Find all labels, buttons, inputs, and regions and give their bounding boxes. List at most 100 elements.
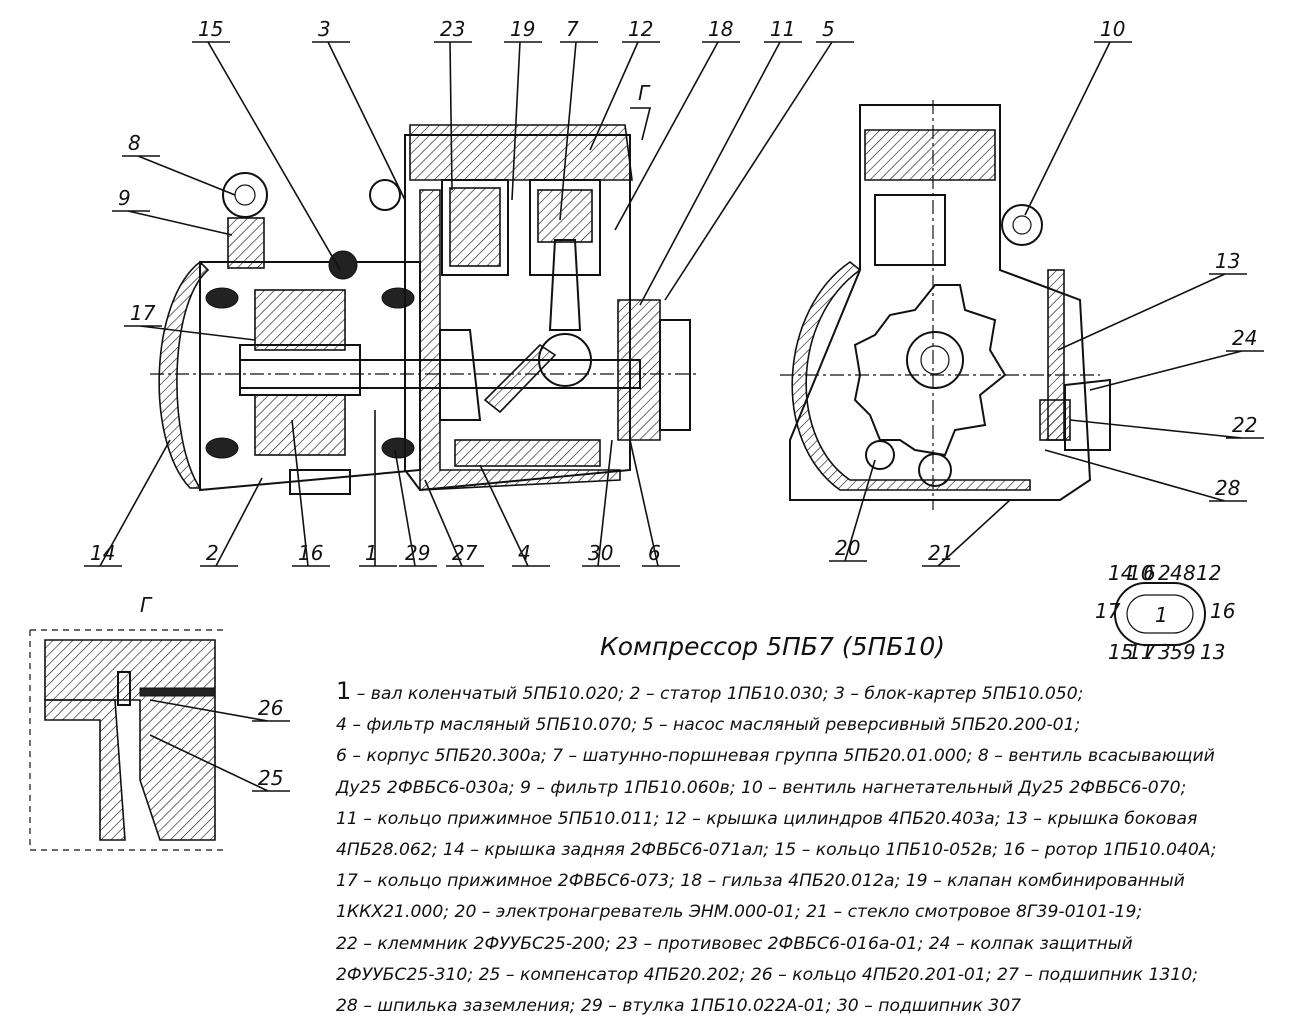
callout-number-4: 4 [518, 541, 531, 565]
callout-number-1: 1 [365, 541, 378, 565]
callout-number-10: 10 [1100, 17, 1125, 41]
callout-number-12: 12 [628, 17, 653, 41]
callout-leader-3 [312, 41, 406, 201]
legend-line-4: Ду25 2ФВБС6-030а; 9 – фильтр 1ПБ10.060в;… [336, 777, 1187, 798]
side-shaft-inner [920, 345, 950, 375]
callout-leader-26 [149, 699, 290, 722]
suction-valve-8-inner [234, 184, 256, 206]
legend-line-11: 28 – шпилька заземления; 29 – втулка 1ПБ… [336, 996, 1022, 1017]
callout-number-16: 16 [298, 541, 323, 565]
side-head [864, 129, 996, 181]
callout-leader-30 [582, 439, 620, 567]
callout-leader-13 [1057, 273, 1247, 351]
callout-leader-5 [664, 41, 854, 301]
callout-leader-16 [291, 419, 330, 567]
callout-number-18: 18 [708, 17, 733, 41]
cylinder-ring-15 [328, 250, 358, 280]
schematic-bottom-15: 15 [1108, 640, 1133, 664]
side-shaft-hole [906, 331, 964, 389]
callout-number-3: 3 [318, 17, 331, 41]
callout-leader-6 [629, 439, 680, 567]
ring-26 [139, 687, 216, 697]
counterweight-23 [439, 329, 482, 421]
callout-leader-18 [614, 41, 740, 231]
callout-leader-19 [504, 41, 542, 201]
legend-line-2: 4 – фильтр масляный 5ПБ10.070; 5 – насос… [336, 715, 1081, 736]
callout-leader-21 [922, 499, 1011, 567]
filter-9 [227, 217, 265, 269]
legend-first-number: 1 [336, 677, 352, 705]
drawing-title: Компрессор 5ПБ7 (5ПБ10) [600, 632, 945, 661]
lifting-eye [369, 179, 401, 211]
callout-leader-9 [112, 210, 233, 236]
callout-number-29: 29 [405, 541, 430, 565]
discharge-valve-10-inner [1012, 215, 1032, 235]
sight-glass-21 [918, 453, 952, 487]
side-rotor [853, 284, 1007, 457]
cylinder-sleeve-18b [529, 179, 601, 276]
callout-number-19: 19 [510, 17, 535, 41]
callout-number-15: 15 [198, 17, 223, 41]
callout-number-27: 27 [452, 541, 478, 565]
pump-body-6 [617, 299, 661, 441]
schematic-top-8: 8 [1183, 561, 1196, 585]
detail-body [44, 639, 216, 841]
callout-number-6: 6 [648, 541, 661, 565]
schematic-bottom-13: 13 [1200, 640, 1225, 664]
stator-2 [254, 289, 346, 351]
callout-number-23: 23 [440, 17, 465, 41]
legend-line-1: 1 – вал коленчатый 5ПБ10.020; 2 – статор… [336, 676, 1266, 710]
callout-leader-15 [192, 41, 341, 271]
callout-number-9: 9 [118, 186, 131, 210]
cylinder-cover-12 [409, 124, 633, 181]
winding-bottom [205, 437, 239, 459]
schematic-bottom-5: 5 [1170, 640, 1183, 664]
crank-web [483, 343, 557, 414]
section-marker-arrow [630, 107, 652, 141]
callout-leader-23 [434, 41, 472, 191]
schematic-inner [1126, 594, 1194, 634]
side-cylinder [874, 194, 946, 266]
section-marker-g: Г [638, 81, 651, 105]
callout-number-20: 20 [835, 536, 860, 560]
schematic-top-2: 2 [1158, 561, 1171, 585]
callout-leader-2 [200, 477, 263, 567]
callout-leader-7 [559, 41, 598, 221]
callout-leader-28 [1044, 449, 1247, 502]
base-foot [289, 469, 351, 495]
detail-view-g: Г Г [29, 81, 652, 851]
schematic-center-1: 1 [1155, 603, 1168, 627]
discharge-valve-10 [1001, 204, 1043, 246]
callout-number-11: 11 [770, 17, 795, 41]
schematic-top-6: 6 [1143, 561, 1156, 585]
schematic-outer [1114, 582, 1206, 646]
callout-number-25: 25 [258, 766, 283, 790]
rear-cover-14 [158, 260, 210, 489]
winding-top-right [381, 287, 415, 309]
cylinder-sleeve-18a [441, 179, 509, 276]
schematic-right-16: 16 [1210, 599, 1235, 623]
legend-line-1-text: – вал коленчатый 5ПБ10.020; 2 – статор 1… [351, 684, 1084, 704]
side-section-view [780, 100, 1111, 510]
callout-number-5: 5 [822, 17, 835, 41]
callout-leader-22 [1069, 419, 1264, 439]
callout-leader-11 [639, 41, 802, 306]
callout-number-8: 8 [128, 131, 141, 155]
parts-legend: 1 – вал коленчатый 5ПБ10.020; 2 – статор… [336, 676, 1266, 1022]
oil-pump-5 [659, 319, 691, 431]
callout-number-2: 2 [206, 541, 219, 565]
stator-2-lower [254, 394, 346, 456]
schematic-bottom-11: 11 [1128, 640, 1153, 664]
schematic-bottom-9: 9 [1183, 640, 1196, 664]
legend-line-9: 22 – клеммник 2ФУУБС25-200; 23 – противо… [336, 933, 1133, 954]
suction-valve-8 [222, 172, 268, 218]
callout-number-14: 14 [90, 541, 115, 565]
legend-line-10: 2ФУУБС25-310; 25 – компенсатор 4ПБ20.202… [336, 964, 1198, 985]
callout-leader-17 [124, 325, 256, 341]
callout-number-26: 26 [258, 696, 283, 720]
winding-bottom-right [381, 437, 415, 459]
schematic-bottom-3: 3 [1158, 640, 1171, 664]
schematic-top-12: 12 [1196, 561, 1221, 585]
